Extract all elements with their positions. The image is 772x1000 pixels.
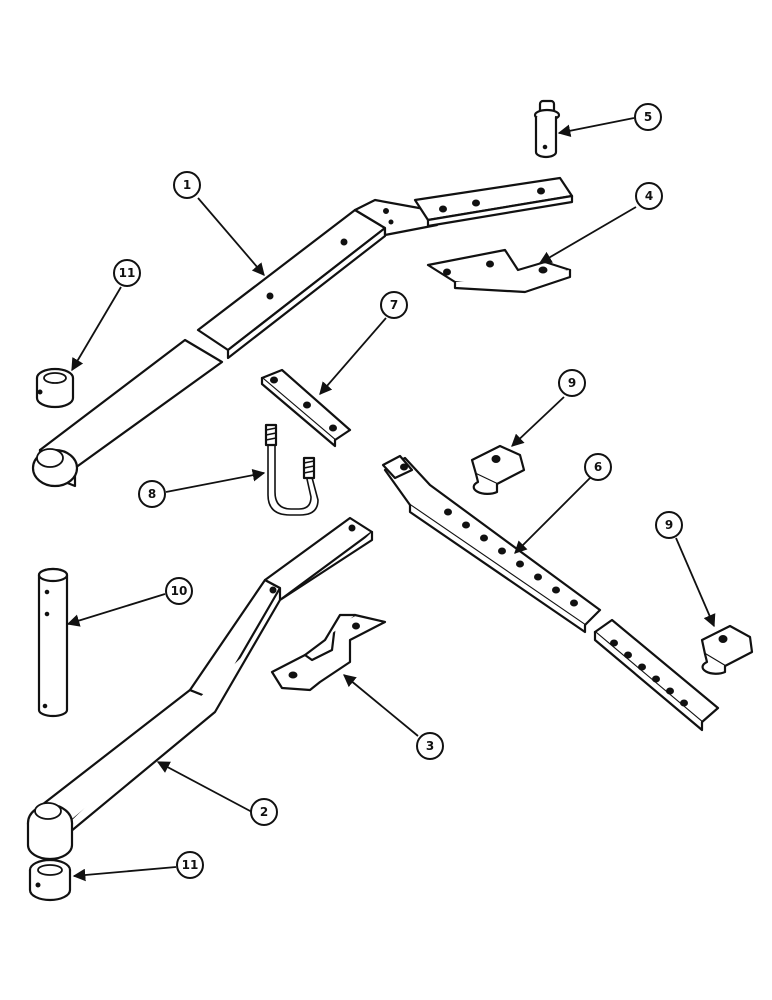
leader-1 bbox=[197, 197, 265, 276]
leader-2 bbox=[156, 761, 253, 813]
callout-7: 7 bbox=[380, 291, 408, 319]
callout-9-lower-label: 9 bbox=[665, 518, 673, 532]
callout-4-label: 4 bbox=[645, 189, 653, 203]
callout-4: 4 bbox=[635, 182, 663, 210]
callout-3-label: 3 bbox=[426, 739, 434, 753]
leader-11a bbox=[71, 286, 122, 372]
leader-11b bbox=[72, 866, 177, 882]
part-1-lift-arm-upper bbox=[31, 176, 574, 488]
callout-10: 10 bbox=[165, 577, 193, 605]
callout-7-label: 7 bbox=[390, 298, 398, 312]
part-9-clevis-upper bbox=[470, 444, 526, 495]
leader-8 bbox=[165, 468, 266, 493]
callout-1-label: 1 bbox=[183, 178, 191, 192]
callout-11-lower: 11 bbox=[176, 851, 204, 879]
callout-6: 6 bbox=[584, 453, 612, 481]
part-2-lift-arm-lower bbox=[26, 516, 374, 861]
leader-9a bbox=[511, 396, 565, 447]
leader-9b bbox=[675, 537, 716, 628]
callout-8: 8 bbox=[138, 480, 166, 508]
callout-5-label: 5 bbox=[644, 110, 652, 124]
callout-11-upper: 11 bbox=[113, 259, 141, 287]
callout-2-label: 2 bbox=[260, 805, 268, 819]
leader-3 bbox=[343, 674, 419, 737]
callout-11-lower-label: 11 bbox=[182, 858, 199, 872]
callout-1: 1 bbox=[173, 171, 201, 199]
part-6-stabilizer bbox=[381, 454, 720, 732]
callout-10-label: 10 bbox=[171, 584, 188, 598]
callout-9-lower: 9 bbox=[655, 511, 683, 539]
callout-9-upper-label: 9 bbox=[568, 376, 576, 390]
leader-6 bbox=[514, 477, 591, 554]
part-11-collar-lower bbox=[28, 858, 72, 902]
leader-lines bbox=[66, 117, 716, 882]
leader-4 bbox=[538, 206, 637, 264]
part-9-clevis-lower bbox=[700, 624, 754, 675]
callout-5: 5 bbox=[634, 103, 662, 131]
part-11-collar-upper bbox=[35, 367, 75, 409]
callout-9-upper: 9 bbox=[558, 369, 586, 397]
leader-10 bbox=[66, 593, 166, 627]
part-7-clamp-plate bbox=[260, 368, 352, 448]
leader-5 bbox=[557, 117, 635, 137]
callout-3: 3 bbox=[416, 732, 444, 760]
callout-6-label: 6 bbox=[594, 460, 602, 474]
part-8-u-bolt bbox=[264, 423, 319, 516]
part-3-bracket bbox=[270, 613, 387, 692]
part-5-pin bbox=[533, 99, 561, 159]
callout-11-upper-label: 11 bbox=[119, 266, 136, 280]
part-10-cross-shaft bbox=[37, 567, 69, 718]
part-4-spacer bbox=[426, 248, 572, 294]
leader-7 bbox=[319, 317, 387, 395]
callout-2: 2 bbox=[250, 798, 278, 826]
callout-8-label: 8 bbox=[148, 487, 156, 501]
